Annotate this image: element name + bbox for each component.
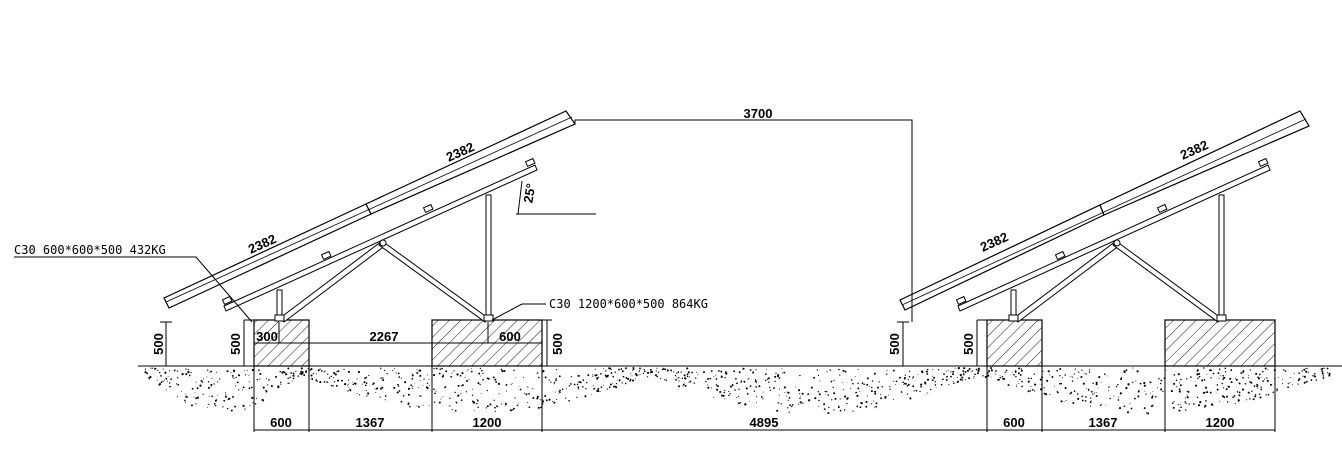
label-height-right-front: 500 bbox=[887, 333, 902, 355]
label-height-left-front: 500 bbox=[151, 333, 166, 355]
right-rail bbox=[957, 164, 1271, 312]
right-front-brace bbox=[1013, 240, 1121, 323]
left-rear-post bbox=[485, 194, 492, 321]
right-array bbox=[899, 110, 1310, 367]
label-bottom-l-small: 600 bbox=[270, 415, 292, 430]
left-front-brace bbox=[279, 240, 387, 323]
label-bottom-r-big: 1200 bbox=[1206, 415, 1235, 430]
right-panel-upper bbox=[1099, 110, 1310, 216]
right-small-foundation bbox=[986, 319, 1043, 367]
right-big-foundation bbox=[1164, 319, 1276, 367]
dimension-lines bbox=[14, 119, 1276, 432]
soil-stipple bbox=[144, 366, 1331, 415]
label-rear-offset: 600 bbox=[499, 329, 521, 344]
label-front-offset: 300 bbox=[256, 329, 278, 344]
label-height-right-small: 500 bbox=[961, 333, 976, 355]
callout-big-block: C30 1200*600*500 864KG bbox=[549, 297, 708, 311]
label-foundation-spacing: 2267 bbox=[370, 329, 399, 344]
label-bottom-l-gap: 1367 bbox=[356, 415, 385, 430]
label-height-left-small: 500 bbox=[228, 333, 243, 355]
label-tilt-angle: 25° bbox=[520, 182, 538, 204]
left-array bbox=[163, 110, 576, 367]
right-rear-brace bbox=[1112, 240, 1222, 323]
callout-labels: C30 600*600*500 432KG C30 1200*600*500 8… bbox=[14, 243, 708, 311]
label-bottom-r-gap: 1367 bbox=[1089, 415, 1118, 430]
label-bottom-l-big: 1200 bbox=[473, 415, 502, 430]
label-bottom-r-small: 600 bbox=[1003, 415, 1025, 430]
left-rear-brace bbox=[378, 240, 489, 323]
label-height-left-big: 500 bbox=[550, 333, 565, 355]
label-row-spacing: 3700 bbox=[744, 106, 773, 121]
left-rail bbox=[223, 164, 538, 312]
callout-small-block: C30 600*600*500 432KG bbox=[14, 243, 166, 257]
right-rear-post bbox=[1218, 194, 1225, 321]
label-bottom-between: 4895 bbox=[750, 415, 779, 430]
